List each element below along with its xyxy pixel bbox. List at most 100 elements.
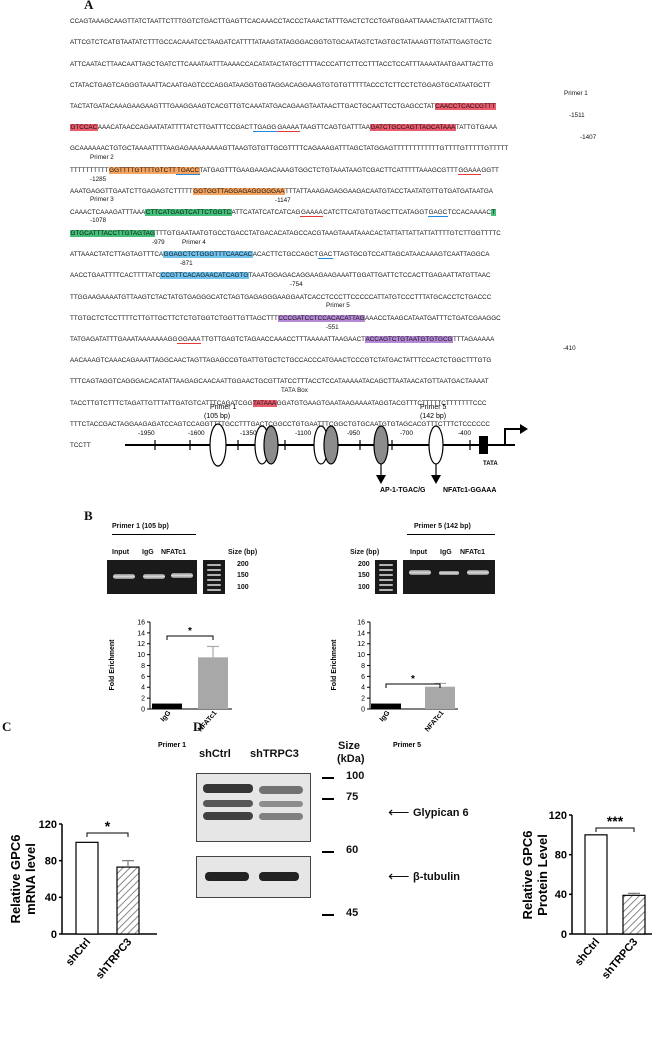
y-tick-label: 12	[137, 641, 145, 648]
marker-60: 60	[346, 844, 359, 856]
sequence-segment: GGTT	[481, 166, 499, 174]
x-axis-label: Primer 1	[158, 742, 186, 749]
highlighted-segment: TATAAA	[252, 399, 277, 407]
gel2-size-label: Size (bp)	[350, 549, 380, 556]
position-410: -410	[563, 345, 576, 352]
primer1-label: Primer 1	[564, 90, 588, 97]
highlighted-segment: TGAGG	[252, 124, 277, 133]
glypican-blot	[196, 773, 311, 842]
sequence-line: CAAACTCAAAGATTTAAACTTCATGAGTCATTCTGGTCAT…	[70, 197, 650, 218]
sequence-segment: CAAACTCAAAGATTTAAA	[70, 208, 146, 216]
sequence-line: TTTCAGTAGGTCAGGGACACATATTAAGAGCAACAATTGG…	[70, 366, 650, 387]
sequence-line: CCAGTAAAGCAAGTTATCTAATTCTTTGGTCTGACTTGAG…	[70, 6, 650, 27]
category-label: shTRPC3	[94, 936, 135, 981]
y-tick-label: 10	[357, 652, 365, 659]
map-tick-950: -950	[347, 430, 360, 437]
y-tick-label: 2	[141, 696, 145, 703]
sequence-segment: TCCACAAAAC	[447, 208, 491, 216]
y-tick-label: 80	[555, 850, 567, 862]
sequence-segment: TTTATTAAAGAGAGGAAGACAATGTACCTAATATGTTGTG…	[285, 187, 494, 195]
y-tick-label: 12	[357, 641, 365, 648]
tss-arrow	[504, 428, 520, 445]
map-primer1-bp: (105 bp)	[204, 413, 230, 420]
map-primer1: Primer 1	[210, 404, 237, 411]
arrow-left-icon: ⟵	[388, 868, 410, 885]
map-tick-1350: -1350	[240, 430, 257, 437]
highlighted-segment: CCGTTCACAGAACATCAGTG	[160, 272, 249, 280]
sequence-line: ATTAAACTATCTTAGTAGTTTCAGGAGCTCTGGGTTTCAA…	[70, 239, 650, 260]
sequence-line: TTGGAAGAAAATGTTAAGTCTACTATGTGAGGGCATCTAG…	[70, 281, 650, 302]
sequence-segment: TATGAGTTTGAAGAAGACAAAGTGGCTCTGTAAATAAGTC…	[199, 166, 458, 174]
sequence-segment: AAACCTAAGCATAATGATTTCTGATCGAAGGC	[365, 314, 501, 322]
y-tick-label: 16	[137, 619, 145, 626]
y-axis-label: mRNA level	[23, 843, 38, 915]
sequence-segment: TTAGTGCGTCCATTAGCATAACAAAGTCAATTAGGCA	[332, 251, 490, 259]
gel2-ladder-150: 150	[358, 572, 370, 579]
sequence-segment: TCCTT	[70, 441, 91, 449]
y-axis-label: Relative GPC6	[8, 835, 23, 924]
highlighted-segment: GTGCATTTACCTTGTAGTAG	[70, 230, 156, 238]
gel1-ladder-200: 200	[237, 561, 249, 568]
position-1511: -1511	[569, 112, 585, 119]
tubulin-blot	[196, 856, 311, 898]
gel2-ladder-200: 200	[358, 561, 370, 568]
gel2-igg-label: IgG	[440, 549, 452, 556]
sequence-segment: GCAAAAAACTGTGCTAAAATTTTAAGAGAAAAAAAAGTTA…	[70, 145, 509, 153]
blot-shctrl-label: shCtrl	[199, 748, 231, 760]
y-tick-label: 4	[141, 685, 145, 692]
sequence-segment: ATTAAACTATCTTAGTAGTTTCA	[70, 251, 164, 259]
gel1-input-label: Input	[112, 549, 130, 556]
sequence-segment: TTGGAAGAAAATGTTAAGTCTACTATGTGAGGGCATCTAG…	[70, 293, 492, 301]
category-label: IgG	[160, 709, 173, 723]
significance-bracket	[86, 832, 129, 837]
ap1-site-2	[323, 425, 339, 465]
sequence-line: AACAAAGTCAAACAGAAATTAGGCAACTAGTTAGAGCCGT…	[70, 345, 650, 366]
sequence-segment: TACCTTGTCTTTCTAGATTGTTTATTGATGTCATTTCAGA…	[70, 399, 253, 407]
highlighted-segment: GGAAA	[457, 166, 482, 175]
highlighted-segment: GAC	[318, 251, 333, 260]
bar	[371, 703, 401, 709]
bar	[198, 657, 228, 709]
sequence-line: AAATGAGGTTGAATCTTGAGAGTCTTTTTGGTGGTTAGGA…	[70, 176, 650, 197]
gel2-nfatc1-label: NFATc1	[460, 549, 486, 556]
promoter-sequence: CCAGTAAAGCAAGTTATCTAATTCTTTGGTCTGACTTGAG…	[70, 6, 650, 451]
gel2-ladder	[375, 560, 397, 594]
sequence-segment: TTTCAGTAGGTCAGGGACACATATTAAGAGCAACAATTGG…	[70, 378, 489, 386]
y-tick-label: 14	[137, 630, 145, 637]
sequence-segment: TATTGTGAAA	[455, 124, 498, 132]
y-tick-label: 40	[555, 889, 567, 901]
sequence-line: TACCTTGTCTTTCTAGATTGTTTATTGATGTCATTTCAGA…	[70, 387, 650, 408]
highlighted-segment: CAACCTCACCGTTT	[434, 102, 497, 110]
bar	[425, 686, 455, 709]
y-tick-label: 6	[361, 674, 365, 681]
map-tick-700: -700	[400, 430, 413, 437]
map-tick-1600: -1600	[188, 430, 205, 437]
highlighted-segment: ACCAGTCTGTAATGTGTGCG	[365, 336, 453, 343]
sequence-segment: ATTCAATACTTAACAATTAGCTGATCTTCAAATAATTTAA…	[70, 60, 494, 68]
gel1-ladder-150: 150	[237, 572, 249, 579]
gel2-ladder-100: 100	[358, 584, 370, 591]
gel1-ladder	[203, 560, 225, 594]
bar	[584, 834, 608, 935]
highlighted-segment: GAAAA	[276, 124, 300, 133]
nfat-site-1	[209, 423, 227, 467]
y-axis-label: Fold Erichment	[109, 639, 116, 691]
significance-stars: *	[411, 674, 415, 685]
position-1078: -1078	[90, 217, 107, 224]
primer3-label: Primer 3	[90, 196, 114, 203]
map-tick-1100: -1100	[295, 430, 312, 437]
sequence-line: CTATACTGAGTCAGGGTAAATTACAATGAGTCCCAGGATA…	[70, 70, 650, 91]
sequence-segment: TTGTGCTCTCCTTTTCTTGTTGCTTCTCTGTGGTCTGGTT…	[70, 314, 278, 322]
y-axis-label: Relative GPC6	[520, 831, 535, 920]
category-label: IgG	[379, 709, 392, 723]
highlighted-segment: GGAGCTCTGGGTTTCAACAC	[163, 251, 253, 259]
sequence-segment: TACTATGATACAAAGAAGAAGTTTGAAGGAAGTCACGTTG…	[70, 102, 435, 110]
position-871: -871	[180, 260, 193, 267]
sequence-line: TATGAGATATTTGAAATAAAAAAAGGGGAAATTGTTGAGT…	[70, 324, 650, 345]
arrow-left-icon: ⟵	[388, 804, 410, 821]
y-axis-label: Fold Erichment	[331, 639, 338, 691]
y-axis-label: Protein Level	[535, 834, 550, 916]
sequence-segment: CATCTTCATGTGTAGCTTCATAGGT	[323, 208, 429, 216]
gel2-image	[403, 560, 495, 594]
panel-label-b: B	[84, 508, 93, 523]
